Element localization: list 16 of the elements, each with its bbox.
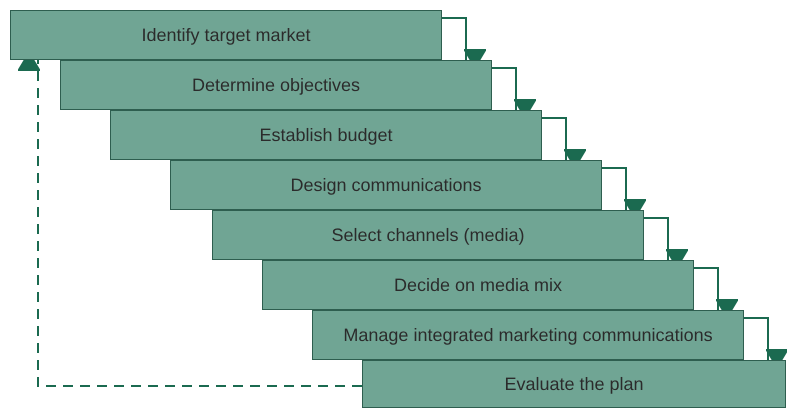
step-label: Determine objectives <box>192 74 360 97</box>
process-box <box>312 310 744 360</box>
step-label: Evaluate the plan <box>504 372 644 396</box>
step-label: Select channels (media) <box>331 224 525 247</box>
step-label: Establish budget <box>259 124 393 147</box>
process-box <box>110 110 542 160</box>
process-box <box>362 360 786 408</box>
process-box <box>262 260 694 310</box>
process-box <box>60 60 492 110</box>
step-label: Manage integrated marketing communications <box>343 324 713 347</box>
step-label: Design communications <box>290 174 482 197</box>
step-label: Decide on media mix <box>394 274 562 296</box>
process-box <box>10 10 442 60</box>
process-box <box>212 210 644 260</box>
process-box <box>170 160 602 210</box>
step-label: Identify target market <box>141 24 311 47</box>
